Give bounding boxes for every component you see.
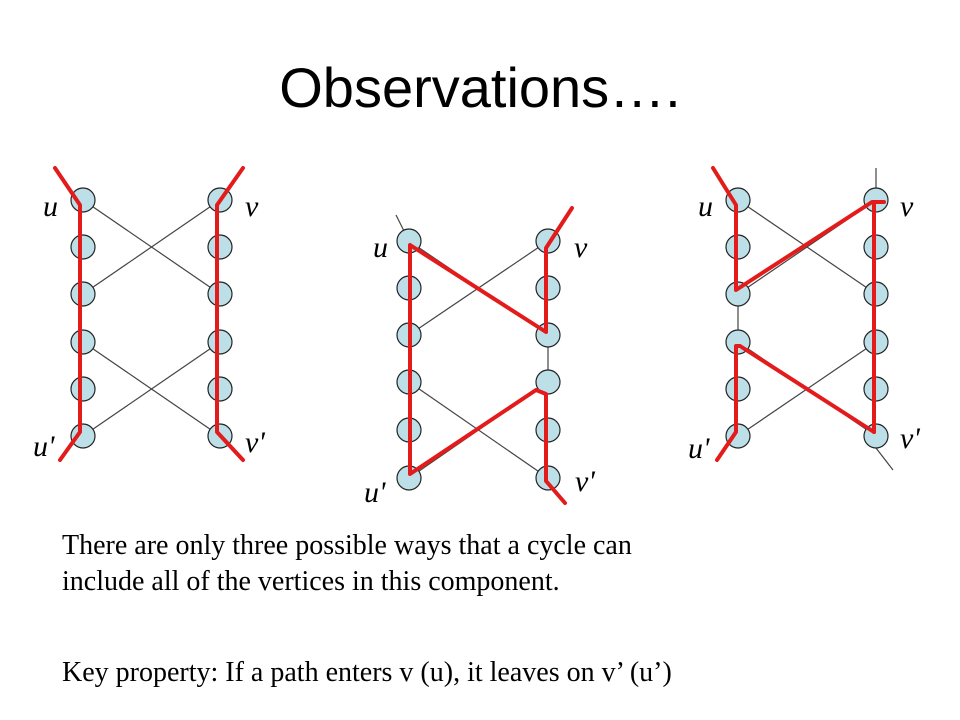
explanation-line-2: include all of the vertices in this comp… bbox=[62, 566, 560, 597]
explanation-text: There are only three possible ways that … bbox=[62, 528, 922, 600]
gadget-middle-edges bbox=[395, 214, 549, 479]
explanation-line-1: There are only three possible ways that … bbox=[62, 530, 632, 561]
label-v: v bbox=[245, 190, 259, 223]
vertex-u-prime bbox=[70, 423, 96, 449]
gadget-right: u v u' v' bbox=[688, 166, 920, 471]
vertex bbox=[70, 376, 96, 402]
gadget-left-vertices bbox=[70, 187, 233, 449]
label-u: u bbox=[43, 190, 58, 223]
vertex-u bbox=[70, 187, 96, 213]
red-path-segment bbox=[53, 166, 82, 462]
label-u-prime: u' bbox=[364, 476, 386, 509]
label-v: v bbox=[900, 190, 914, 223]
label-v-prime: v' bbox=[575, 465, 595, 498]
gadget-right-edges bbox=[737, 168, 894, 471]
external-edge bbox=[875, 447, 894, 471]
label-u-prime: u' bbox=[33, 430, 55, 463]
label-v-prime: v' bbox=[900, 422, 920, 455]
gadget-middle-vertices bbox=[396, 228, 561, 491]
cross-edge bbox=[82, 199, 221, 295]
key-property-text: Key property: If a path enters v (u), it… bbox=[62, 657, 672, 688]
red-path-segment bbox=[711, 166, 886, 292]
vertex bbox=[70, 281, 96, 307]
label-v-prime: v' bbox=[245, 426, 265, 459]
gadget-middle: u v u' v' bbox=[364, 206, 595, 509]
gadget-middle-red-path bbox=[408, 206, 574, 505]
vertex bbox=[207, 376, 233, 402]
red-path-segment bbox=[408, 206, 574, 505]
label-u-prime: u' bbox=[688, 432, 710, 465]
label-u: u bbox=[698, 190, 713, 223]
gadget-left-edges bbox=[82, 199, 221, 437]
gadget-right-red-path bbox=[711, 166, 886, 462]
gadget-right-vertices bbox=[725, 187, 889, 449]
cross-edge bbox=[82, 341, 221, 437]
label-u: u bbox=[373, 231, 388, 264]
gadget-left-red-path bbox=[53, 166, 245, 462]
vertex bbox=[207, 329, 233, 355]
vertex bbox=[207, 234, 233, 260]
label-v: v bbox=[574, 231, 588, 264]
vertex bbox=[70, 329, 96, 355]
slide-title: Observations…. bbox=[279, 56, 681, 119]
vertex bbox=[70, 234, 96, 260]
red-path-segment bbox=[215, 166, 245, 462]
red-path-segment bbox=[715, 344, 876, 462]
gadget-left: u v u' v' bbox=[33, 166, 265, 463]
vertex bbox=[207, 281, 233, 307]
